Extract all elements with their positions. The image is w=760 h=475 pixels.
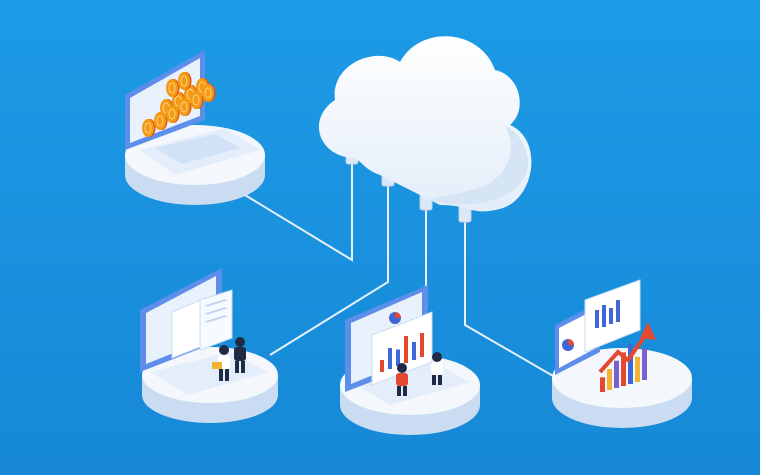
chart-bar <box>600 377 605 392</box>
connector-line-growth <box>464 208 561 381</box>
report-panel-bars <box>595 300 620 328</box>
person-figure <box>234 337 246 373</box>
coin-icon <box>190 91 202 109</box>
coin-icon-ring <box>168 108 176 120</box>
connector-lines <box>239 150 561 381</box>
coin-icon <box>142 119 154 137</box>
coin-stacks <box>142 72 216 137</box>
station-team-charts <box>340 285 480 435</box>
coin-icon <box>178 98 190 116</box>
person-figure <box>212 345 230 381</box>
coin-icon <box>166 105 178 123</box>
growth-mini-chart <box>600 344 647 392</box>
cloud-icon <box>318 36 532 212</box>
chart-bar <box>388 348 392 369</box>
coin-icon-ring <box>156 115 164 127</box>
coin-icon-ring <box>180 101 188 113</box>
chart-bar <box>420 333 424 357</box>
connector-line-documents <box>269 174 389 356</box>
coin-icon <box>178 72 190 90</box>
growth-arrow-head <box>640 322 656 340</box>
coin-icon-ring <box>192 94 200 106</box>
chart-bar <box>607 369 612 390</box>
coin-icon <box>202 84 214 102</box>
coin-icon-ring <box>168 82 176 94</box>
coin-icon <box>154 112 166 130</box>
chart-bar <box>621 352 626 386</box>
station-documents <box>140 268 278 423</box>
chart-bar <box>614 360 619 388</box>
coin-icon <box>166 79 178 97</box>
coin-icon-ring <box>144 122 152 134</box>
station-coins <box>125 50 265 205</box>
station-growth-chart <box>552 279 692 428</box>
chart-bar <box>412 342 416 360</box>
chart-bar <box>380 360 384 372</box>
chart-bar <box>404 336 408 363</box>
coin-icon-ring <box>204 87 212 99</box>
coin-icon-ring <box>180 75 188 87</box>
chart-bar <box>396 349 400 366</box>
chart-bar <box>635 356 640 382</box>
chart-bar <box>642 348 647 380</box>
person-figure <box>431 352 443 385</box>
connector-line-coins <box>239 150 353 262</box>
chart-bar <box>628 344 633 384</box>
team-mini-chart <box>380 333 424 372</box>
growth-arrow <box>598 330 650 374</box>
person-figure <box>396 363 408 396</box>
